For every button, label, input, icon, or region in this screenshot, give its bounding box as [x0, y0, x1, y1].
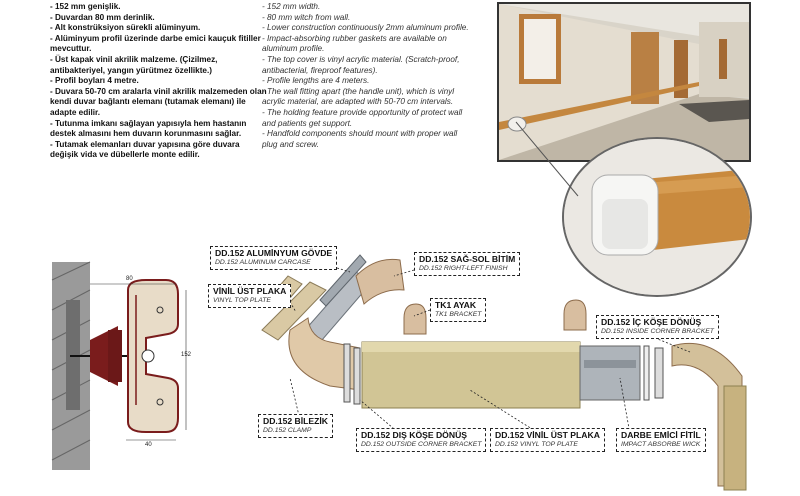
- spec-line: - Alt konstrüksiyon sürekli alüminyum.: [50, 23, 201, 33]
- spec-line: - Lower construction continuously 2mm al…: [262, 23, 469, 33]
- spec-line: - Tutunma imkanı sağlayan yapısıyla hem …: [50, 118, 249, 139]
- spec-line: - The holding feature provide opportunit…: [262, 107, 465, 128]
- spec-line: - 152 mm genişlik.: [50, 2, 121, 11]
- spec-line: - Handfold components should mount with …: [262, 129, 460, 149]
- spec-line: - Profile lengths are 4 meters.: [262, 76, 370, 86]
- label-right-left-finish: DD.152 SAĞ-SOL BİTİM DD.152 RIGHT-LEFT F…: [414, 252, 521, 276]
- label-outside-corner: DD.152 DIŞ KÖŞE DÖNÜŞ DD.152 OUTSIDE COR…: [356, 428, 487, 452]
- spec-line: - Üst kapak vinil akrilik malzeme. (Çizi…: [50, 54, 220, 75]
- spec-line: - 80 mm witch from wall.: [262, 12, 351, 22]
- specs-english: - 152 mm width. - 80 mm witch from wall.…: [262, 2, 472, 150]
- label-vinyl-top-plate: DD.152 VİNİL ÜST PLAKA DD.152 VINYL TOP …: [490, 428, 605, 452]
- dimension-bottom: 40: [145, 442, 152, 448]
- label-vinyl-top-plate-left: VİNİL ÜST PLAKA VINYL TOP PLATE: [208, 284, 292, 308]
- label-aluminum-carcase: DD.152 ALUMİNYUM GÖVDE DD.152 ALUMINUM C…: [210, 246, 338, 270]
- cross-section-drawing: [51, 261, 187, 470]
- spec-line: - Profil boyları 4 metre.: [50, 76, 139, 86]
- spec-line: - Impact-absorbing rubber gaskets are av…: [262, 33, 450, 54]
- spec-line: - Duvara 50-70 cm aralarla vinil akrilik…: [50, 86, 269, 117]
- label-inside-corner: DD.152 İÇ KÖŞE DÖNÜŞ DD.152 INSIDE CORNE…: [596, 315, 719, 339]
- dimension-top: 80: [126, 276, 133, 282]
- spec-line: - The wall fitting apart (the handle uni…: [262, 86, 457, 107]
- specs-turkish: - 152 mm genişlik. - Duvardan 80 mm deri…: [50, 2, 270, 161]
- handrail-closeup: [562, 137, 752, 297]
- spec-line: - Tutamak elemanları duvar yapısına göre…: [50, 139, 242, 160]
- label-tk1-bracket: TK1 AYAK TK1 BRACKET: [430, 298, 487, 322]
- spec-line: - Alüminyum profil üzerinde darbe emici …: [50, 33, 264, 54]
- spec-line: - Duvardan 80 mm derinlik.: [50, 12, 155, 22]
- label-impact-absorb-wick: DARBE EMİCİ FİTİL IMPACT ABSORBE WICK: [616, 428, 706, 452]
- spec-line: - The top cover is vinyl acrylic materia…: [262, 54, 462, 75]
- spec-line: - 152 mm width.: [262, 2, 321, 11]
- exploded-assembly-drawing: [261, 254, 747, 491]
- label-clamp: DD.152 BİLEZİK DD.152 CLAMP: [258, 414, 333, 438]
- dimension-side: 152: [181, 352, 192, 358]
